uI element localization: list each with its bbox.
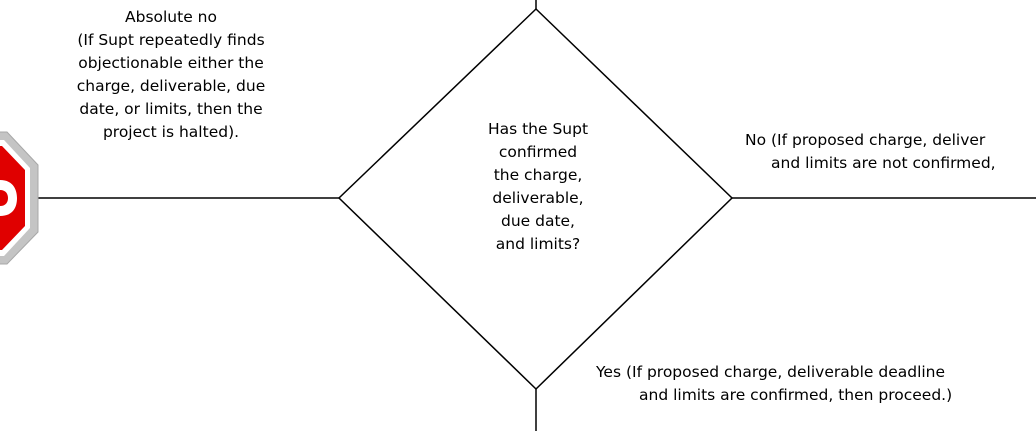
decision-line: due date,: [500, 212, 575, 230]
decision-line: the charge,: [493, 166, 583, 184]
yes-branch-line: Yes (If proposed charge, deliverable dea…: [596, 363, 946, 381]
absolute-no-label: Absolute no (If Supt repeatedly finds ob…: [40, 6, 302, 144]
absolute-no-line: charge, deliverable, due: [76, 77, 266, 95]
absolute-no-line: objectionable either the: [78, 54, 264, 72]
no-branch-line: No (If proposed charge, deliver: [745, 131, 986, 149]
absolute-no-line: Absolute no: [125, 8, 217, 26]
yes-branch-line: and limits are confirmed, then proceed.): [639, 386, 953, 404]
decision-line: confirmed: [498, 143, 578, 161]
yes-branch-label: Yes (If proposed charge, deliverable dea…: [596, 361, 1036, 407]
stop-sign-icon: [0, 131, 39, 265]
no-branch-line: and limits are not confirmed,: [771, 154, 996, 172]
no-branch-label: No (If proposed charge, deliver and limi…: [745, 129, 1036, 175]
absolute-no-line: project is halted).: [102, 123, 240, 141]
absolute-no-line: (If Supt repeatedly finds: [77, 31, 265, 49]
absolute-no-line: date, or limits, then the: [79, 100, 263, 118]
decision-line: deliverable,: [492, 189, 584, 207]
decision-question: Has the Supt confirmed the charge, deliv…: [458, 118, 618, 256]
decision-line: Has the Supt: [487, 120, 589, 138]
decision-line: and limits?: [495, 235, 581, 253]
